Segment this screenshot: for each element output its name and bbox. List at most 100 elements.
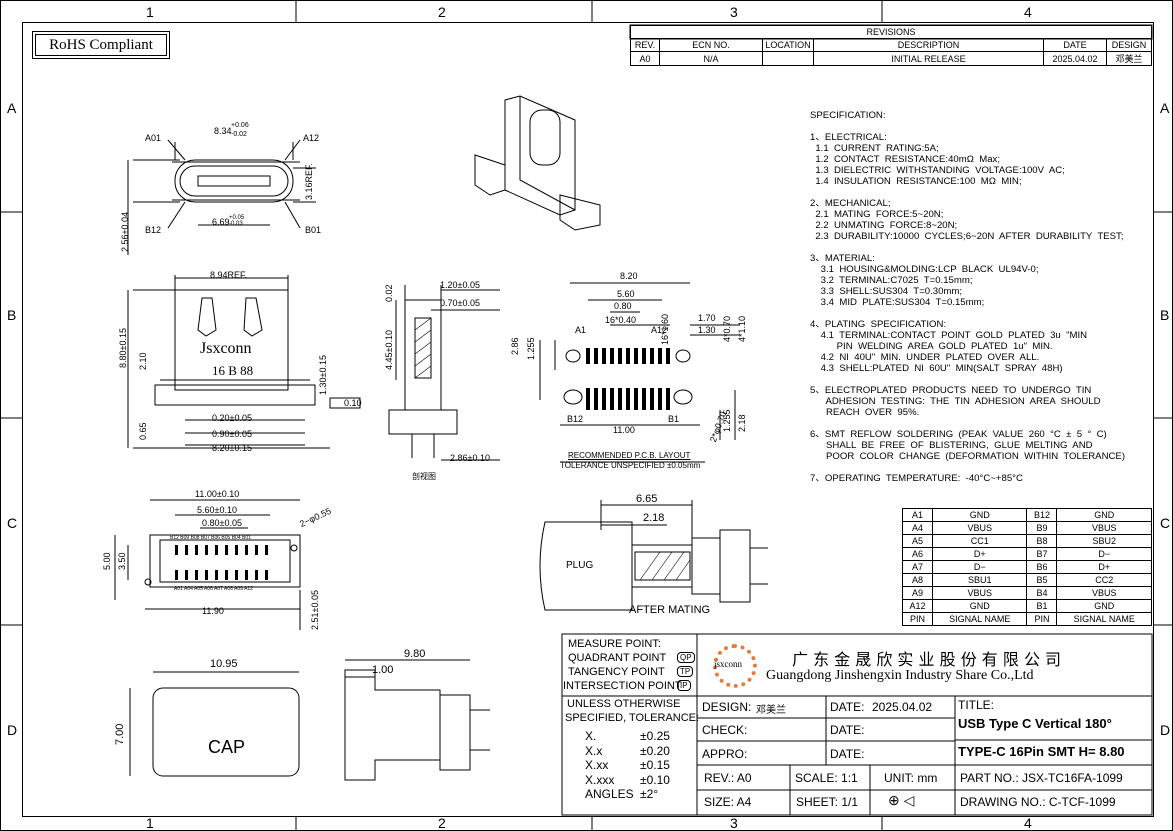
spec-line <box>810 121 1125 132</box>
pcb-a1-label: A1 <box>575 325 587 335</box>
pcb-h2-dim: 1.255 <box>526 337 536 360</box>
bottom-w1-dim: 11.00±0.10 <box>195 489 240 499</box>
pcb-r2-dim: 1.30 <box>698 325 716 335</box>
mating-caption: AFTER MATING <box>629 604 711 616</box>
pin-table-cell: A1 <box>902 508 933 522</box>
top-width-dim: 8.34 <box>214 126 232 136</box>
specification-text: SPECIFICATION: 1、ELECTRICAL: 1.1 CURRENT… <box>810 110 1125 484</box>
revisions-table: REVISIONS REV. ECN NO. LOCATION DESCRIPT… <box>630 25 1152 66</box>
revisions-title: REVISIONS <box>630 25 1152 39</box>
pin-table-cell: B12 <box>1026 508 1058 522</box>
bottom-w2-dim: 5.60±0.10 <box>197 505 237 515</box>
unit-label: UNIT: mm <box>884 771 938 785</box>
pin-table-cell: A6 <box>902 547 933 561</box>
scale-label: SCALE: 1:1 <box>795 771 858 785</box>
spec-line: 2.3 DURABILITY:10000 CYCLES;6~20N AFTER … <box>810 231 1124 242</box>
side-depth-dim: 1.00 <box>372 664 394 676</box>
front-brand-text: Jsxconn <box>200 340 252 357</box>
date-label-3: DATE: <box>830 747 865 761</box>
pin-table-cell: D− <box>931 560 1028 574</box>
spec-line: 4.1 TERMINAL:CONTACT POINT GOLD PLATED 3… <box>810 330 1088 341</box>
pin-table-cell: A4 <box>902 521 933 535</box>
spec-line: 3.3 SHELL:SUS304 T=0.30mm; <box>810 286 963 297</box>
zone-row-b-right: B <box>1160 307 1170 323</box>
unless-otherwise: UNLESS OTHERWISE <box>567 698 681 710</box>
sheet-label: SHEET: 1/1 <box>796 795 859 809</box>
projection-symbol-icon: ⊕ ◁ <box>888 792 915 808</box>
tolerance-key: X.xxx <box>585 772 615 787</box>
rev-row-location <box>762 51 814 66</box>
design-label: DESIGN: <box>702 700 752 714</box>
pin-table-cell: D+ <box>931 547 1028 561</box>
spec-line: 3.2 TERMINAL:C7025 T=0.15mm; <box>810 275 973 286</box>
tolerance-key: X. <box>585 729 597 743</box>
bottom-w3-dim: 0.80±0.05 <box>202 518 242 528</box>
top-height-dim: 3.16REF. <box>304 162 314 200</box>
top-b01-label: B01 <box>305 225 322 235</box>
section-top-dim: 0.02 <box>384 284 394 302</box>
pcb-h1-dim: 2.86 <box>510 337 520 355</box>
pin-table-cell: B1 <box>1026 599 1058 613</box>
pin-table-cell: SBU1 <box>931 573 1028 587</box>
pin-table-cell: B8 <box>1026 534 1058 548</box>
tangency-point-label: TANGENCY POINT <box>568 666 665 678</box>
spec-line: 7、OPERATING TEMPERATURE: -40°C~+85°C <box>810 473 1023 484</box>
pcb-s2-dim: 4*1.10 <box>737 315 747 342</box>
company-logo-icon <box>713 644 757 688</box>
pin-table-cell: VBUS <box>931 586 1028 600</box>
drawing-title-1: USB Type C Vertical 180° <box>958 716 1112 731</box>
pin-table-cell: D+ <box>1056 560 1152 574</box>
spec-line <box>810 374 1125 385</box>
specified-tolerance: SPECIFIED, TOLERANCE: <box>565 712 700 724</box>
rev-header-rev: REV. <box>630 38 660 52</box>
pin-table-cell: GND <box>931 599 1028 613</box>
pcb-hb1-dim: 1.255 <box>722 409 732 432</box>
front-p1-dim: 1.30±0.15 <box>318 355 328 395</box>
top-a01-label: A01 <box>145 133 162 143</box>
zone-row-c: C <box>7 515 18 531</box>
drawing-number: DRAWING NO.: C-TCF-1099 <box>960 795 1116 809</box>
zone-col-3-bottom: 3 <box>730 815 738 831</box>
pcb-w2-dim: 5.60 <box>617 289 635 299</box>
pcb-b1-label: B1 <box>668 414 680 424</box>
top-inner-tol-dn: -0.03 <box>229 221 243 227</box>
pin-table-cell: A9 <box>902 586 933 600</box>
rev-row-date: 2025.04.02 <box>1043 51 1107 66</box>
front-thickness-dim: 0.65 <box>138 422 148 440</box>
mating-d2-dim: 2.18 <box>643 512 665 524</box>
spec-line: 3、MATERIAL: <box>810 253 875 264</box>
pcb-caption-2: TOLERANCE UNSPECIFIED ±0.05mm <box>560 461 701 470</box>
pcb-w1-dim: 8.20 <box>620 271 638 281</box>
intersection-point-label: INTERSECTION POINT <box>563 680 682 692</box>
quadrant-point-label: QUADRANT POINT <box>568 652 667 664</box>
pcb-caption-1: RECOMMENDED P.C.B. LAYOUT <box>568 451 691 460</box>
rohs-label: RoHS Compliant <box>49 37 153 53</box>
pcb-pads-group <box>175 348 670 580</box>
tolerance-key: ANGLES <box>585 787 634 801</box>
zone-row-b: B <box>7 307 17 323</box>
pcb-hb2-dim: 2.18 <box>737 414 747 432</box>
spec-line: ADHESION TESTING: THE TIN ADHESION AREA … <box>810 396 1101 407</box>
zone-row-a-right: A <box>1160 100 1170 116</box>
side-width-dim: 9.80 <box>404 648 426 660</box>
pin-table-cell: VBUS <box>1056 586 1152 600</box>
spec-line: 2.1 MATING FORCE:5~20N; <box>810 209 944 220</box>
zone-row-d-right: D <box>1160 722 1171 738</box>
spec-line: 4、PLATING SPECIFICATION: <box>810 319 947 330</box>
spec-line <box>810 187 1125 198</box>
rev-row-design: 邓美兰 <box>1106 51 1152 66</box>
bottom-h3-dim: 2.51±0.05 <box>310 590 320 630</box>
cap-width-dim: 10.95 <box>210 658 238 670</box>
tolerance-value: ±0.20 <box>640 743 670 758</box>
design-value: 邓美兰 <box>756 705 786 716</box>
zone-col-2-bottom: 2 <box>438 815 446 831</box>
pin-table-cell: SIGNAL NAME <box>931 612 1028 626</box>
bottom-w4-dim: 11.90 <box>202 606 224 616</box>
pin-table-cell: CC2 <box>1056 573 1152 587</box>
spec-line: SPECIFICATION: <box>810 110 886 121</box>
